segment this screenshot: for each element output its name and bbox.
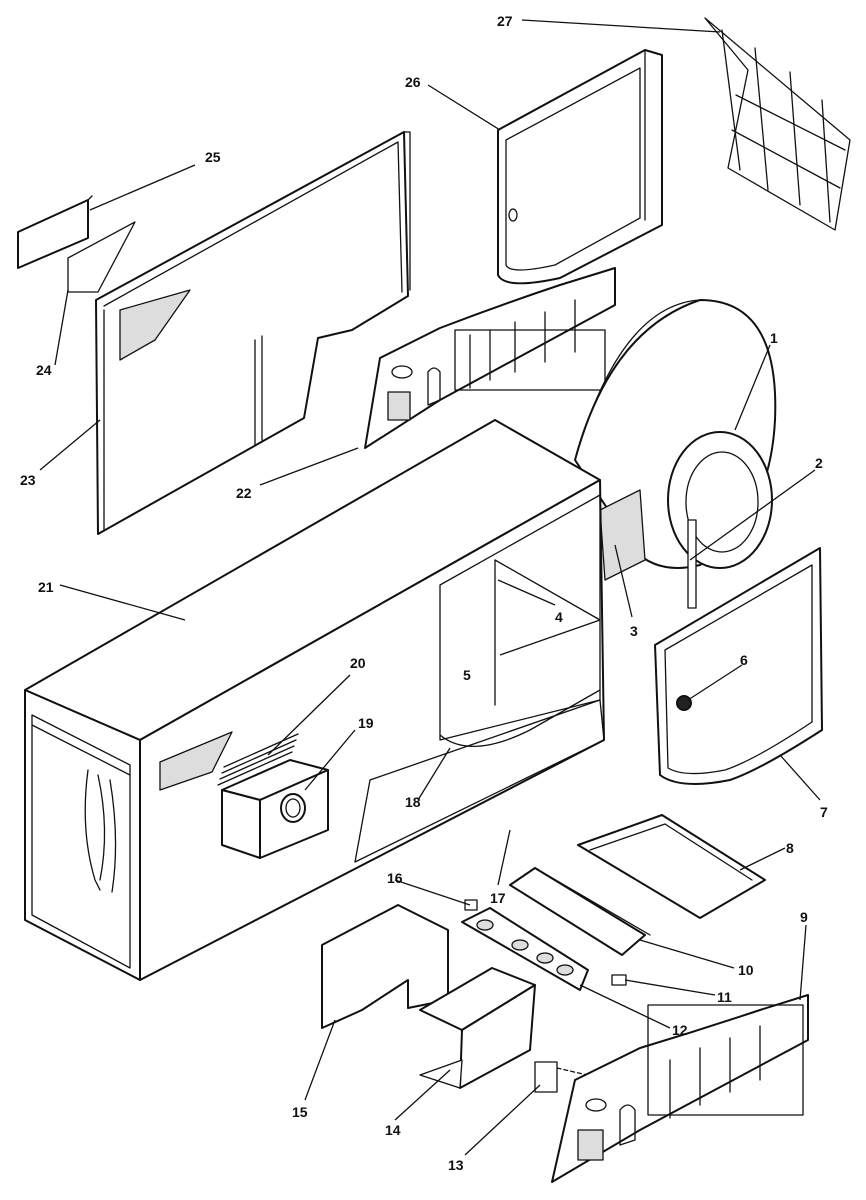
part-1-blower-housing xyxy=(574,299,777,581)
part-18-partition xyxy=(439,689,601,748)
part-25-bracket xyxy=(17,195,93,269)
callout-10: 10 xyxy=(738,962,754,978)
callout-4: 4 xyxy=(555,609,563,625)
callout-18: 18 xyxy=(405,794,421,810)
part-19-control-box xyxy=(221,759,329,859)
callout-13: 13 xyxy=(448,1157,464,1173)
callout-27: 27 xyxy=(497,13,513,29)
callout-26: 26 xyxy=(405,74,421,90)
callout-23: 23 xyxy=(20,472,36,488)
part-11-clip xyxy=(611,974,627,986)
callout-17: 17 xyxy=(490,890,506,906)
part-7-coil-frame xyxy=(654,547,823,785)
callout-21: 21 xyxy=(38,579,54,595)
callout-5: 5 xyxy=(463,667,471,683)
callout-3: 3 xyxy=(630,623,638,639)
part-27-wire-grille xyxy=(704,17,851,231)
callout-9: 9 xyxy=(800,909,808,925)
part-2-blower-wheel-bracket xyxy=(687,519,697,609)
part-20-heater-element xyxy=(217,733,299,786)
callout-8: 8 xyxy=(786,840,794,856)
part-22-front-panel xyxy=(364,267,616,449)
part-10-baffle xyxy=(509,867,651,956)
part-6-knob xyxy=(676,695,692,711)
callout-2: 2 xyxy=(815,455,823,471)
callout-22: 22 xyxy=(236,485,252,501)
callout-12: 12 xyxy=(672,1022,688,1038)
callout-11: 11 xyxy=(717,989,732,1005)
part-24-gasket xyxy=(67,221,136,293)
callout-24: 24 xyxy=(36,362,52,378)
part-14-cover xyxy=(419,967,536,1089)
part-23-side-panel xyxy=(95,131,411,535)
callout-1: 1 xyxy=(770,330,778,346)
callout-16: 16 xyxy=(387,870,403,886)
leader-lines xyxy=(39,19,821,1156)
part-16-clip xyxy=(464,899,478,911)
callout-25: 25 xyxy=(205,149,221,165)
callout-14: 14 xyxy=(385,1122,401,1138)
part-8-drain-pan xyxy=(577,814,766,919)
part-26-coil-frame xyxy=(497,49,663,285)
part-9-front-panel xyxy=(551,994,809,1183)
callout-15: 15 xyxy=(292,1104,308,1120)
callout-19: 19 xyxy=(358,715,374,731)
part-15-shroud xyxy=(321,904,449,1029)
part-12-bracket xyxy=(461,907,589,991)
callout-7: 7 xyxy=(820,804,828,820)
callout-6: 6 xyxy=(740,652,748,668)
callout-labels: 1 2 3 4 5 6 7 8 9 10 11 12 13 14 15 16 1… xyxy=(20,13,828,1173)
callout-20: 20 xyxy=(350,655,366,671)
